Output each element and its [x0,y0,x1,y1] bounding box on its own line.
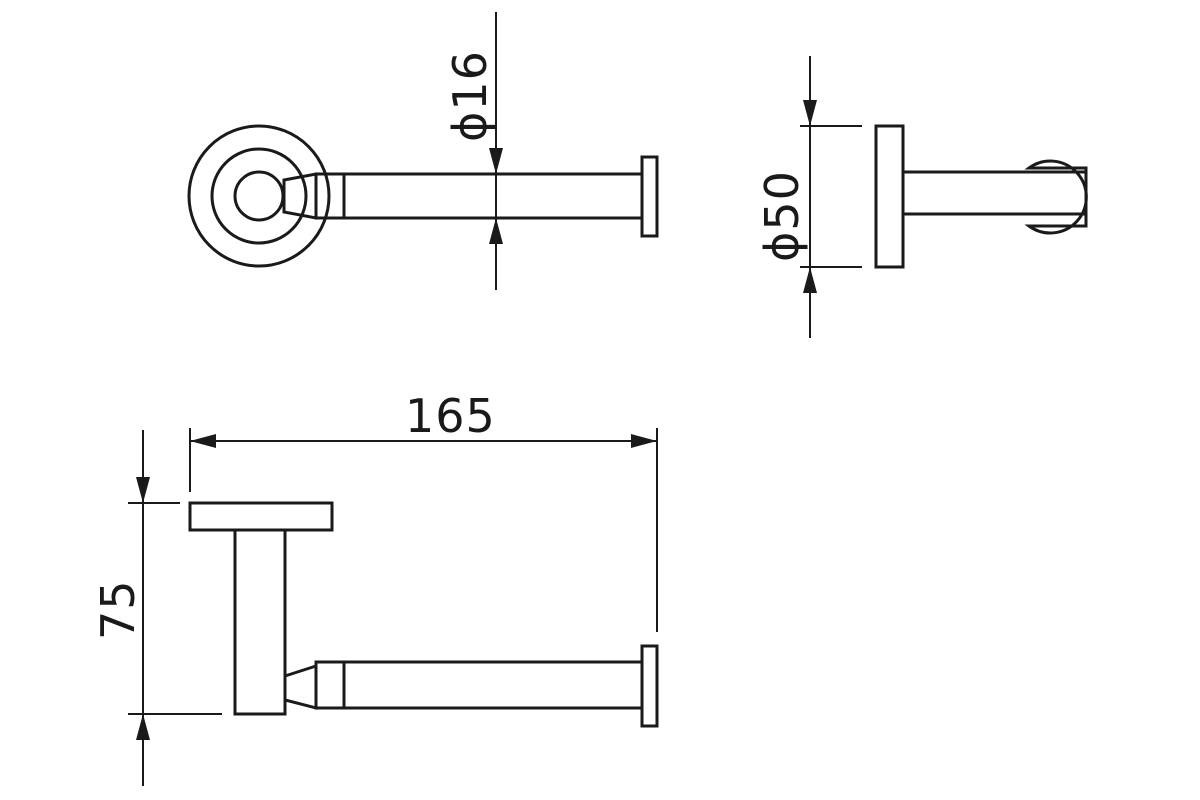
post-circle [233,170,285,222]
base-outer-circle [187,124,331,268]
dimension-projection: 75 [91,430,222,786]
arrowhead [190,434,216,448]
bar-sleeve [314,660,346,710]
base-diameter-label: ϕ50 [755,170,809,262]
dimension-bar-diameter: ϕ16 [443,12,503,290]
projection-label: 75 [91,579,145,640]
dimension-overall-length: 165 [189,389,658,632]
top-view: 165 75 [91,389,659,786]
bar-connector [283,663,318,710]
bar-body [342,660,644,710]
bar-end-cap [640,644,659,728]
bar-diameter-label: ϕ16 [443,50,497,142]
bar-connector [282,172,318,220]
bar-end-cap [640,155,659,238]
arrowhead [489,148,503,174]
overall-length-label: 165 [405,389,496,443]
post [233,528,287,716]
arrowhead [136,477,150,503]
base-plate [188,501,334,532]
bar-body [342,172,644,220]
arrowhead [803,100,817,126]
arrowhead [631,434,657,448]
arrowhead [803,267,817,293]
dimension-base-diameter: ϕ50 [755,56,862,338]
front-view: ϕ16 [187,12,659,290]
arrowhead [489,218,503,244]
base-plate [874,124,905,269]
side-view: ϕ50 [755,56,1088,338]
arrowhead [136,714,150,740]
base-inner-circle [210,147,308,245]
